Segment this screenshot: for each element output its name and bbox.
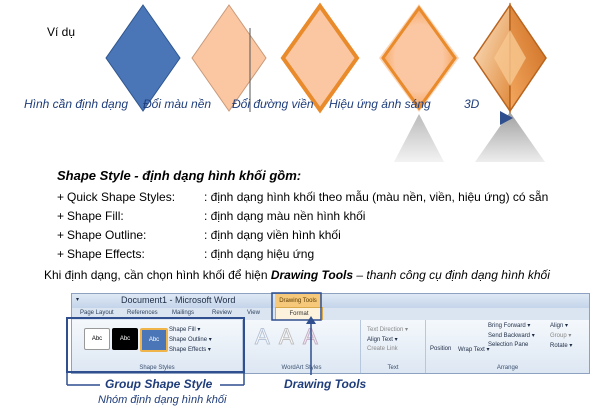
item-desc: : định dạng viền hình khối <box>204 228 341 242</box>
diamond-label-1: Hình cần định dạng <box>24 97 129 111</box>
arrow-head-icon <box>500 111 513 125</box>
drawing-tools-note: Khi định dạng, cần chọn hình khối để hiệ… <box>44 268 550 282</box>
callout-drawing-tools: Drawing Tools <box>284 377 367 391</box>
note-suffix: – thanh công cụ định dạng hình khối <box>353 268 550 282</box>
shape-effects-button[interactable]: Shape Effects ▾ <box>169 347 211 353</box>
note-bold: Drawing Tools <box>270 268 354 282</box>
selection-pane-button[interactable]: Selection Pane <box>488 342 529 348</box>
group-label: Shape Styles <box>139 365 175 371</box>
diamond-row <box>100 2 547 162</box>
item-desc: : định dạng hình khối theo mẫu (màu nền,… <box>204 190 549 204</box>
position-button[interactable]: Position <box>430 346 452 352</box>
diamond-glow-inner <box>381 5 457 111</box>
bring-forward-button[interactable]: Bring Forward ▾ <box>488 323 531 329</box>
plus-bullet: + <box>57 228 65 242</box>
item-term: Shape Outline: <box>67 228 147 242</box>
tab-review[interactable]: Review <box>212 310 232 316</box>
callout-group-shape-style-vi: Nhóm định dạng hình khối <box>98 394 227 406</box>
rotate-button[interactable]: Rotate ▾ <box>550 343 573 349</box>
tab-references[interactable]: References <box>127 310 158 316</box>
diamond-4-shadow <box>394 114 444 162</box>
group-shape-styles: Abc Abc Abc Shape Fill ▾ Shape Outline ▾… <box>72 320 243 373</box>
wrap-text-button[interactable]: Wrap Text ▾ <box>458 347 490 353</box>
section-heading: Shape Style - định dạng hình khối gồm: <box>57 168 302 183</box>
align-text-button[interactable]: Align Text ▾ <box>367 337 398 343</box>
shape-fill-button[interactable]: Shape Fill ▾ <box>169 327 201 333</box>
wordart-a-icon[interactable]: A <box>279 324 295 350</box>
plus-bullet: + <box>57 247 65 261</box>
item-term: Quick Shape Styles: <box>67 190 176 204</box>
tab-mailings[interactable]: Mailings <box>172 310 195 316</box>
diamond-3d-shadow <box>475 112 545 162</box>
drawing-tools-context: Drawing Tools <box>275 294 321 308</box>
title-bar: ▾ Document1 - Microsoft Word Drawing Too… <box>72 294 589 308</box>
ribbon-tabs: Page Layout References Mailings Review V… <box>72 308 589 320</box>
text-direction-button[interactable]: Text Direction ▾ <box>367 327 409 333</box>
diamond-fill <box>191 4 267 112</box>
diamond-3d-center <box>494 30 526 86</box>
wordart-a-icon[interactable]: A <box>255 324 271 350</box>
diamond-plain <box>105 4 181 112</box>
group-label: Text <box>387 365 399 371</box>
send-backward-button[interactable]: Send Backward ▾ <box>488 333 535 339</box>
example-label: Ví dụ <box>47 25 76 39</box>
tab-format[interactable]: Format <box>275 307 323 321</box>
group-button[interactable]: Group ▾ <box>550 333 572 339</box>
item-desc: : định dạng màu nền hình khối <box>204 209 366 223</box>
group-label: WordArt Styles <box>281 365 322 371</box>
ribbon-body: Abc Abc Abc Shape Fill ▾ Shape Outline ▾… <box>72 320 589 373</box>
item-term: Shape Effects: <box>67 247 145 261</box>
plus-bullet: + <box>57 190 65 204</box>
group-text: Text Direction ▾ Align Text ▾ Create Lin… <box>361 320 426 373</box>
group-label: Arrange <box>496 365 519 371</box>
align-button[interactable]: Align ▾ <box>550 323 569 329</box>
item-term: Shape Fill: <box>67 209 124 223</box>
shape-outline-button[interactable]: Shape Outline ▾ <box>169 337 212 343</box>
plus-bullet: + <box>57 209 65 223</box>
style-box-white[interactable]: Abc <box>84 328 110 350</box>
note-prefix: Khi định dạng, cần chọn hình khối để hiệ… <box>44 268 271 282</box>
group-arrange: Position Wrap Text ▾ Bring Forward ▾ Sen… <box>426 320 589 373</box>
wordart-a-icon[interactable]: A <box>303 324 319 350</box>
diamond-label-3: Đổi đường viền <box>232 97 314 111</box>
diamond-label-2: Đổi màu nền <box>143 97 212 111</box>
diamond-label-4: Hiệu ứng ánh sáng <box>329 97 431 111</box>
word-ribbon: ▾ Document1 - Microsoft Word Drawing Too… <box>71 293 590 374</box>
create-link-button[interactable]: Create Link <box>367 346 398 352</box>
quick-access-icon[interactable]: ▾ <box>76 297 80 303</box>
style-box-blue[interactable]: Abc <box>140 328 168 352</box>
tab-page-layout[interactable]: Page Layout <box>80 310 114 316</box>
window-title: Document1 - Microsoft Word <box>121 295 236 305</box>
item-desc: : định dạng hiệu ứng <box>204 247 315 261</box>
tab-view[interactable]: View <box>247 310 260 316</box>
diamond-outline <box>280 2 360 114</box>
diamond-label-5: 3D <box>464 97 480 111</box>
callout-group-shape-style: Group Shape Style <box>105 377 213 391</box>
style-box-black[interactable]: Abc <box>112 328 138 350</box>
group-wordart: A A A WordArt Styles <box>243 320 361 373</box>
